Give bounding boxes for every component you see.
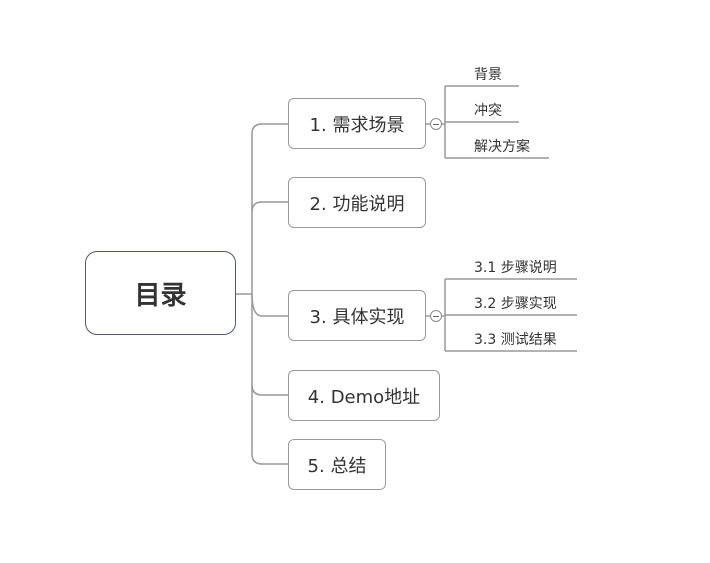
topic-label: 5. 总结 bbox=[307, 455, 367, 477]
collapse-toggle-icon[interactable] bbox=[430, 118, 442, 130]
subtopic-step-description[interactable]: 3.1 步骤说明 bbox=[474, 260, 557, 276]
topic-label: 2. 功能说明 bbox=[309, 193, 405, 215]
topic-requirement-scenario[interactable]: 1. 需求场景 bbox=[288, 98, 426, 149]
subtopic-test-results[interactable]: 3.3 测试结果 bbox=[474, 332, 557, 348]
root-topic-label: 目录 bbox=[134, 280, 187, 311]
topic-implementation[interactable]: 3. 具体实现 bbox=[288, 290, 426, 341]
topic-label: 3. 具体实现 bbox=[309, 306, 405, 328]
root-topic[interactable]: 目录 bbox=[85, 251, 236, 335]
subtopic-background[interactable]: 背景 bbox=[474, 67, 502, 83]
topic-label: 4. Demo地址 bbox=[307, 386, 421, 408]
topic-feature-description[interactable]: 2. 功能说明 bbox=[288, 177, 426, 228]
subtopic-solution[interactable]: 解决方案 bbox=[474, 139, 530, 155]
subtopic-conflict[interactable]: 冲突 bbox=[474, 103, 502, 119]
topic-demo-address[interactable]: 4. Demo地址 bbox=[288, 370, 440, 421]
topic-label: 1. 需求场景 bbox=[309, 114, 405, 136]
topic-summary[interactable]: 5. 总结 bbox=[288, 439, 386, 490]
subtopic-step-implementation[interactable]: 3.2 步骤实现 bbox=[474, 296, 557, 312]
collapse-toggle-icon[interactable] bbox=[430, 310, 442, 322]
